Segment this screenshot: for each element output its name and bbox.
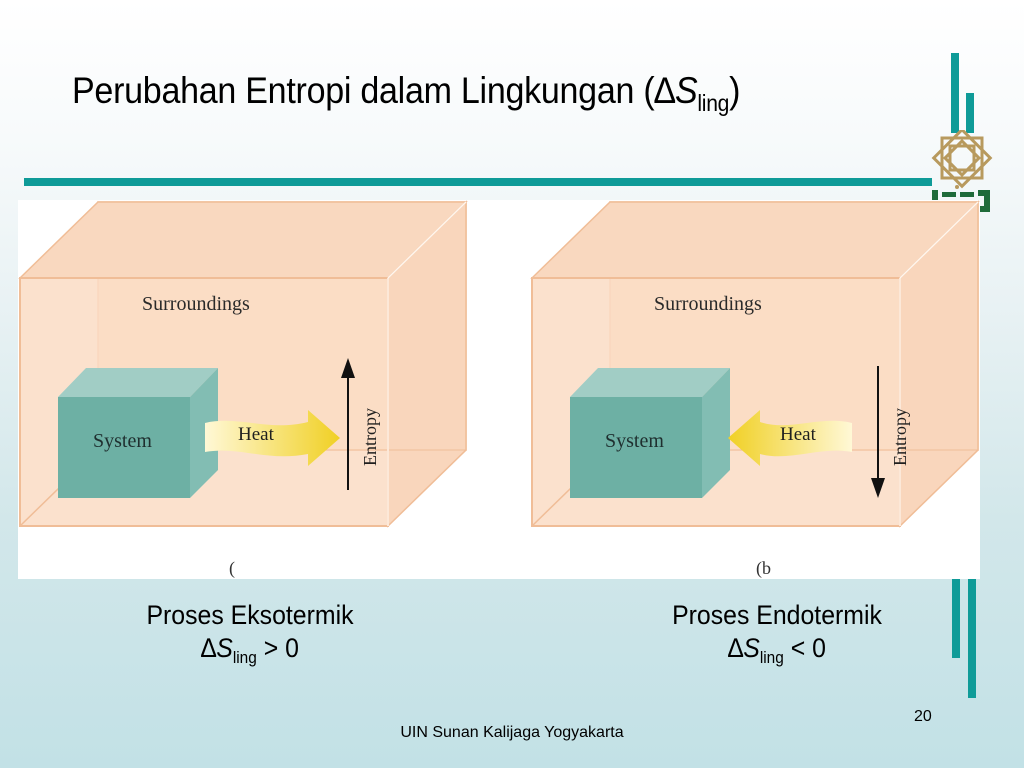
heat-arrow-incoming-icon [728,410,852,466]
heat-label: Heat [780,424,817,445]
subscript-ling: ling [697,90,730,117]
heat-label: Heat [238,424,275,445]
system-label: System [93,430,152,452]
entropy-up-arrow-icon [341,358,355,378]
caption-formula-endothermic: ∆Sling < 0 [634,633,919,668]
figure-panel-endothermic: Surroundings System Heat Entropy (b [530,200,980,579]
title-underline-rule [24,178,932,186]
title-text: Perubahan Entropi dalam Lingkungan ( [72,70,655,111]
subscript-ling: ling [232,647,257,667]
title-close-paren: ) [729,70,741,111]
entropy-label: Entropy [360,408,380,466]
caption-process-exothermic: Proses Eksotermik [146,600,354,630]
delta-symbol: ∆ [201,633,217,663]
page-number: 20 [914,708,932,725]
slide-title: Perubahan Entropi dalam Lingkungan (∆Sli… [72,70,740,117]
decor-bar-bottom-2 [968,578,976,698]
caption-process-endothermic: Proses Endotermik [672,600,882,630]
panel-letter-a: ( [229,558,235,579]
entropy-figure: Surroundings System Heat Entropy ( [18,200,980,579]
heat-arrow-outgoing-icon [205,410,340,466]
figure-panel-exothermic: Surroundings System Heat Entropy ( [18,200,468,579]
entropy-symbol: S [216,633,233,663]
footer-institution: UIN Sunan Kalijaga Yogyakarta [400,724,624,741]
decor-bar-top-1 [951,53,959,133]
caption-exothermic: Proses Eksotermik ∆Sling > 0 [112,600,388,668]
surroundings-label: Surroundings [142,293,250,315]
decor-bar-bottom-1 [952,578,960,658]
entropy-label: Entropy [890,408,910,466]
relation-text: > 0 [256,633,299,663]
relation-text: < 0 [783,633,826,663]
entropy-symbol: S [743,633,760,663]
surroundings-label: Surroundings [654,293,762,315]
panel-letter-b: (b [756,558,771,579]
decor-bar-top-2 [966,93,974,133]
entropy-down-arrow-icon [871,478,885,498]
system-label: System [605,430,664,452]
delta-symbol: ∆ [728,633,744,663]
delta-symbol: ∆ [654,70,675,111]
entropy-symbol: S [674,70,698,111]
caption-formula-exothermic: ∆Sling > 0 [112,633,388,668]
caption-endothermic: Proses Endotermik ∆Sling < 0 [634,600,919,668]
subscript-ling: ling [759,647,784,667]
